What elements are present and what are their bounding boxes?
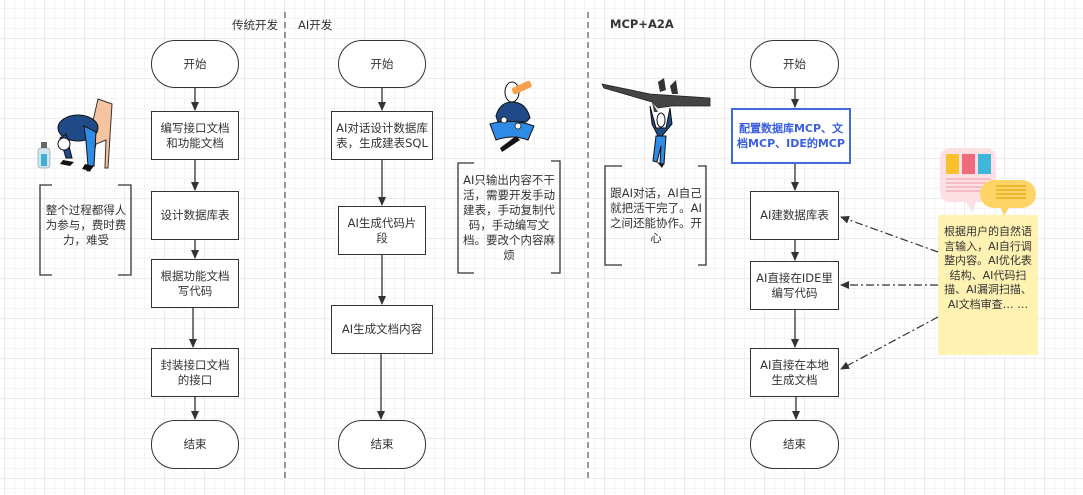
tired-person-on-chair-icon <box>37 98 113 172</box>
note-bracket <box>118 184 132 276</box>
chat-bubbles-icon <box>940 148 1036 216</box>
process-step[interactable]: 设计数据库表 <box>151 191 239 240</box>
meditating-person-icon <box>489 80 535 152</box>
process-step[interactable]: AI直接在IDE里编写代码 <box>750 261 839 310</box>
start-node[interactable]: 开始 <box>151 40 239 88</box>
section-title-ai: AI开发 <box>298 18 333 32</box>
process-step[interactable]: AI直接在本地生成文档 <box>750 348 839 397</box>
section-title-traditional: 传统开发 <box>232 18 278 32</box>
note-bracket <box>604 165 622 266</box>
note-bracket <box>457 162 474 274</box>
person-holding-rifle-icon <box>601 78 711 168</box>
process-step[interactable]: AI建数据库表 <box>750 191 839 240</box>
note-bracket <box>39 184 52 276</box>
annotation-note: 跟AI对话，AI自己就把活干完了。AI之间还能协作。开心 <box>610 186 702 245</box>
process-step[interactable]: AI对话设计数据库表，生成建表SQL <box>331 111 433 160</box>
process-step[interactable]: AI生成文档内容 <box>331 305 433 354</box>
process-step[interactable]: 封装接口文档的接口 <box>151 348 239 397</box>
end-node[interactable]: 结束 <box>338 420 426 469</box>
annotation-note: AI只输出内容不干活，需要开发手动建表，手动复制代码，手动编写文档。要改个内容麻… <box>463 173 555 262</box>
config-mcp-step[interactable]: 配置数据库MCP、文档MCP、IDE的MCP <box>731 108 851 164</box>
note-bracket <box>551 160 561 274</box>
process-step[interactable]: 根据功能文档写代码 <box>151 259 239 308</box>
end-node[interactable]: 结束 <box>750 420 839 469</box>
note-bracket <box>698 165 707 266</box>
feedback-arrow <box>840 215 939 253</box>
process-step[interactable]: 编写接口文档和功能文档 <box>151 111 239 160</box>
end-node[interactable]: 结束 <box>151 420 239 469</box>
process-step[interactable]: AI生成代码片段 <box>338 206 426 255</box>
start-node[interactable]: 开始 <box>338 40 426 88</box>
annotation-note: 整个过程都得人为参与，费时费力，难受 <box>45 202 127 247</box>
sticky-note: 根据用户的自然语言输入，AI自行调整内容。AI优化表结构、AI代码扫描、AI漏洞… <box>938 215 1038 355</box>
start-node[interactable]: 开始 <box>750 40 839 88</box>
feedback-arrow <box>840 316 939 370</box>
section-title-mcp: MCP+A2A <box>610 17 674 31</box>
